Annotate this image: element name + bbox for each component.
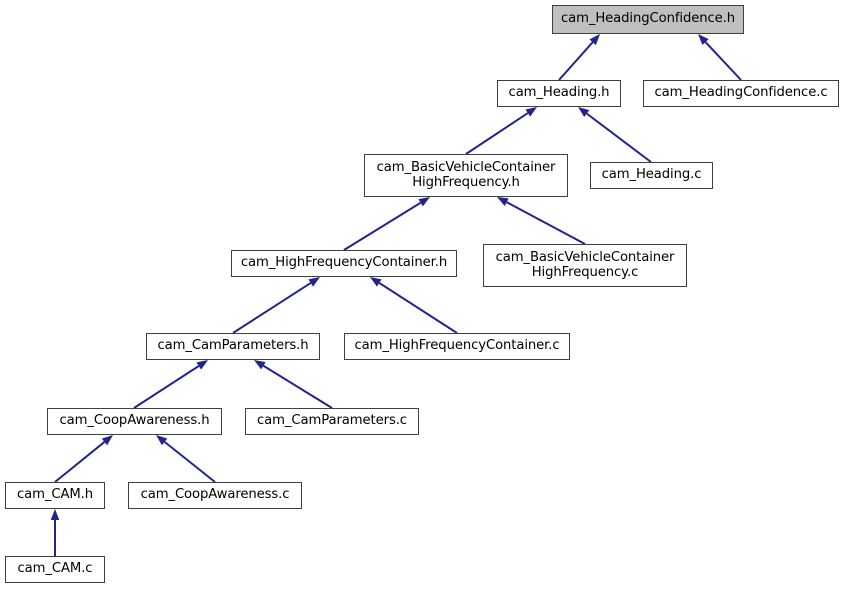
graph-node-cam_HeadingConfidence_c[interactable]: cam_HeadingConfidence.c — [643, 80, 839, 107]
graph-edge — [50, 509, 60, 556]
edge-arrowhead-icon — [156, 435, 168, 446]
edge-line — [704, 41, 742, 81]
graph-node-label: cam_Heading.c — [601, 167, 702, 183]
graph-node-cam_CamParameters_c[interactable]: cam_CamParameters.c — [245, 408, 419, 435]
graph-node-label: cam_CamParameters.h — [157, 338, 309, 354]
edge-arrowhead-icon — [525, 107, 537, 117]
edge-line — [558, 41, 594, 81]
edge-line — [586, 112, 652, 163]
graph-node-cam_BasicVehicleContainerHighFrequency_c[interactable]: cam_BasicVehicleContainer HighFrequency.… — [483, 244, 687, 287]
edge-arrowhead-icon — [196, 360, 208, 370]
edge-arrowhead-icon — [254, 360, 266, 370]
graph-node-cam_HighFrequencyContainer_c[interactable]: cam_HighFrequencyContainer.c — [344, 333, 570, 360]
edge-line — [378, 282, 458, 334]
graph-node-label: cam_HighFrequencyContainer.c — [354, 338, 560, 354]
edge-line — [232, 282, 312, 334]
edge-line — [262, 364, 333, 409]
edge-arrowhead-icon — [589, 34, 600, 46]
edge-line — [54, 441, 106, 483]
graph-node-cam_CAM_h[interactable]: cam_CAM.h — [5, 482, 105, 509]
graph-edge — [465, 107, 537, 155]
edge-line — [343, 201, 422, 251]
graph-edge — [497, 197, 586, 245]
graph-node-label: cam_CoopAwareness.h — [59, 413, 210, 429]
edge-arrowhead-icon — [698, 34, 709, 45]
graph-node-cam_CamParameters_h[interactable]: cam_CamParameters.h — [146, 333, 320, 360]
graph-edge — [254, 360, 333, 409]
graph-node-cam_CAM_c[interactable]: cam_CAM.c — [5, 556, 105, 583]
edge-line — [133, 365, 200, 409]
graph-edge — [54, 435, 113, 483]
graph-node-label: cam_Heading.h — [508, 85, 610, 101]
graph-edge — [343, 197, 430, 251]
graph-edge — [133, 360, 208, 409]
graph-node-label: cam_HighFrequencyContainer.h — [240, 255, 448, 271]
edge-line — [163, 441, 216, 483]
graph-edge — [558, 34, 600, 81]
graph-node-cam_HighFrequencyContainer_h[interactable]: cam_HighFrequencyContainer.h — [231, 250, 457, 277]
graph-edge — [698, 34, 742, 81]
edge-arrowhead-icon — [308, 277, 320, 287]
edge-arrowhead-icon — [497, 197, 509, 206]
edge-arrowhead-icon — [370, 277, 382, 287]
graph-edge — [370, 277, 458, 334]
graph-edge — [578, 107, 652, 163]
graph-node-cam_Heading_h[interactable]: cam_Heading.h — [497, 80, 621, 107]
graph-edge — [232, 277, 320, 334]
graph-edge — [156, 435, 216, 483]
edge-line — [465, 112, 529, 155]
graph-node-label: cam_BasicVehicleContainer HighFrequency.… — [495, 249, 675, 280]
graph-node-cam_CoopAwareness_h[interactable]: cam_CoopAwareness.h — [47, 408, 222, 435]
edge-arrowhead-icon — [418, 197, 430, 207]
graph-node-label: cam_BasicVehicleContainer HighFrequency.… — [376, 159, 556, 190]
edge-line — [506, 201, 586, 245]
graph-node-cam_BasicVehicleContainerHighFrequency_h[interactable]: cam_BasicVehicleContainer HighFrequency.… — [364, 154, 568, 197]
graph-node-label: cam_CoopAwareness.c — [140, 487, 290, 503]
graph-node-label: cam_CAM.h — [16, 487, 94, 503]
edge-arrowhead-icon — [50, 509, 60, 520]
graph-node-cam_HeadingConfidence_h[interactable]: cam_HeadingConfidence.h — [552, 5, 744, 34]
graph-node-cam_Heading_c[interactable]: cam_Heading.c — [590, 162, 713, 189]
edge-arrowhead-icon — [578, 107, 590, 118]
edge-arrowhead-icon — [101, 435, 113, 446]
graph-node-label: cam_HeadingConfidence.c — [654, 85, 828, 101]
graph-node-cam_CoopAwareness_c[interactable]: cam_CoopAwareness.c — [128, 482, 302, 509]
graph-node-label: cam_CamParameters.c — [257, 413, 407, 429]
graph-node-label: cam_HeadingConfidence.h — [560, 11, 736, 27]
graph-node-label: cam_CAM.c — [17, 561, 93, 577]
